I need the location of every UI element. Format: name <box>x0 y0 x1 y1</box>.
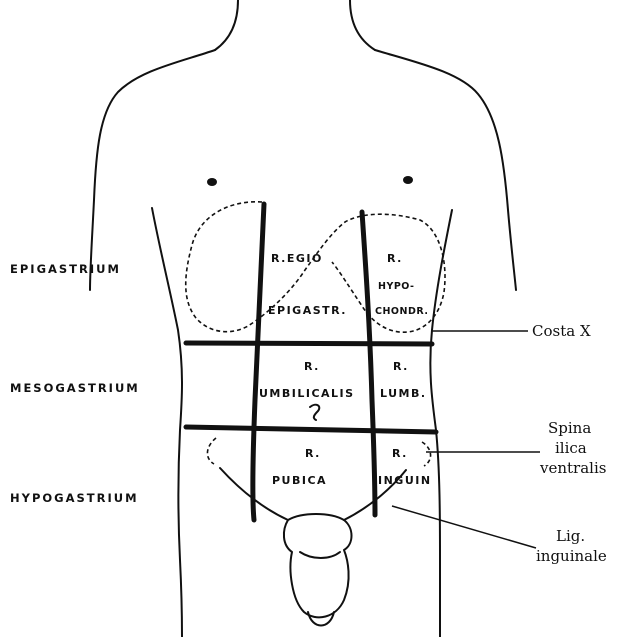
annotation-ilica: ilica <box>555 439 587 457</box>
text-hypochondr-r: R. <box>387 252 403 265</box>
annotation-spina: Spina <box>548 419 591 437</box>
umbilicus <box>310 405 319 420</box>
text-pubic-r: R. <box>305 447 321 460</box>
label-epigastrium: EPIGASTRIUM <box>10 262 121 276</box>
text-chondr: CHONDR. <box>375 306 428 317</box>
text-umbilical-r: R. <box>304 360 320 373</box>
subcostal-line <box>186 343 432 344</box>
right-vertical-line <box>362 212 375 515</box>
text-lumb: LUMB. <box>380 387 427 400</box>
torso-outline <box>90 0 516 637</box>
genitals <box>284 514 352 617</box>
left-shoulder-arm <box>90 50 215 290</box>
text-inguin: INGUIN <box>378 474 432 487</box>
text-regio: R.EGIO <box>271 252 323 265</box>
annotation-costa-x: Costa X <box>532 322 591 340</box>
annotation-lig: Lig. <box>556 527 585 545</box>
annotation-ventralis: ventralis <box>539 459 606 477</box>
right-nipple <box>403 176 413 184</box>
text-hypo: HYPO- <box>378 281 415 292</box>
intertubercular-line <box>186 427 436 432</box>
right-flank <box>430 210 452 637</box>
left-nipple <box>207 178 217 186</box>
label-mesogastrium: MESOGASTRIUM <box>10 381 140 395</box>
text-umbilicalis: UMBILICALIS <box>259 387 355 400</box>
left-vertical-line <box>253 204 264 520</box>
text-inguinal-r: R. <box>392 447 408 460</box>
annotation-inguinale: inguinale <box>536 547 607 565</box>
text-lumbar-r: R. <box>393 360 409 373</box>
text-epigastr: EPIGASTR. <box>268 304 347 317</box>
left-flank <box>152 208 182 637</box>
text-pubica: PUBICA <box>272 474 327 487</box>
label-hypogastrium: HYPOGASTRIUM <box>10 491 139 505</box>
neck-left <box>215 0 238 50</box>
neck-right <box>350 0 375 50</box>
leader-lig <box>392 506 536 548</box>
